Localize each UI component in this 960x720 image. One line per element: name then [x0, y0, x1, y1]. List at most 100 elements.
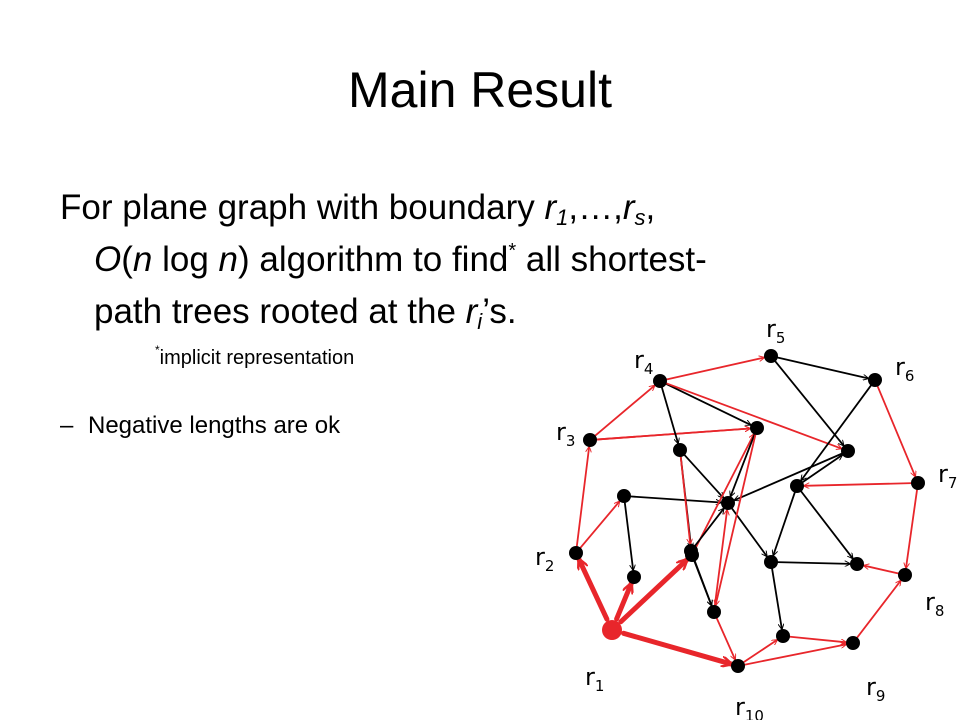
label-r8-sub: 8: [935, 602, 945, 620]
edge-r6-r7: [876, 384, 915, 477]
edge-a6-a11: [730, 506, 767, 556]
big-o: O: [94, 240, 122, 279]
label-r6-base: r: [895, 353, 905, 381]
node-r2: [569, 546, 583, 560]
label-r9-sub: 9: [876, 687, 886, 705]
node-r1: [602, 620, 622, 640]
bullet-text: Negative lengths are ok: [88, 412, 341, 439]
node-a5: [750, 421, 764, 435]
statement-text: all shortest-: [516, 240, 707, 279]
node-r8: [898, 568, 912, 582]
edge-a10-r9: [788, 635, 847, 643]
node-r7: [911, 476, 925, 490]
label-r9-base: r: [866, 673, 876, 701]
node-r6: [868, 373, 882, 387]
node-r10: [731, 659, 745, 673]
edge-r1-a4: [618, 560, 687, 625]
edge-a12-a7: [801, 455, 842, 484]
edge-r5-a7: [773, 359, 844, 446]
footnote-text: implicit representation: [159, 347, 355, 369]
node-layer: [569, 349, 925, 673]
label-r2-base: r: [535, 543, 545, 571]
edge-a12-a11: [773, 490, 796, 556]
statement-text: For plane graph with boundary: [60, 188, 545, 227]
label-r5: r5: [766, 315, 785, 347]
edge-r1-r2: [576, 559, 610, 622]
paren-open: (: [121, 240, 133, 279]
label-r3-sub: 3: [566, 432, 576, 450]
edge-a13-a8: [692, 555, 711, 606]
edge-a4-a5: [693, 434, 755, 551]
footnote: *implicit representation: [155, 343, 354, 373]
subscript-1: 1: [556, 205, 569, 230]
edge-a11-a9: [776, 562, 851, 564]
edge-r4-a3: [660, 385, 678, 444]
bullet-dash: –: [60, 412, 74, 439]
node-r9: [846, 636, 860, 650]
edge-layer: [575, 356, 919, 664]
label-r5-base: r: [766, 315, 776, 343]
edge-a11-a10: [771, 567, 782, 629]
var-n: n: [218, 240, 238, 279]
edge-r10-a10: [742, 640, 777, 664]
edge-a1-a2: [623, 501, 633, 570]
edge-r3-r4: [593, 386, 655, 438]
label-r5-sub: 5: [776, 329, 786, 347]
node-a1: [617, 489, 631, 503]
label-r8: r8: [925, 588, 944, 620]
edge-r9-r8: [855, 581, 901, 640]
label-r4-sub: 4: [644, 360, 654, 378]
edge-a12-a9: [799, 489, 853, 559]
footnote-star: *: [155, 343, 160, 357]
edge-r2-a1: [578, 501, 620, 550]
main-statement: For plane graph with boundary r1,…,rs, O…: [60, 182, 860, 338]
edge-r6-a12: [801, 383, 873, 481]
comma: ,: [645, 188, 656, 227]
edge-r1-r10: [621, 630, 732, 664]
node-r5: [764, 349, 778, 363]
edge-r1-a2: [614, 583, 634, 622]
edge-r3-a5: [595, 429, 751, 441]
edge-a5-a8: [716, 432, 757, 605]
var-r: r: [465, 292, 478, 331]
statement-text: ’s.: [482, 292, 517, 331]
label-r7: r7: [938, 460, 957, 492]
label-r6-sub: 6: [905, 367, 915, 385]
label-r10: r10: [735, 693, 764, 720]
statement-line-3: path trees rooted at the ri’s.: [60, 286, 860, 338]
footnote-marker: *: [508, 240, 517, 262]
label-r1: r1: [585, 663, 604, 695]
node-a7: [841, 444, 855, 458]
label-r2: r2: [535, 543, 554, 575]
label-r6: r6: [895, 353, 914, 385]
node-a12: [790, 479, 804, 493]
edge-r4-a5: [664, 382, 750, 426]
node-a13: [684, 544, 698, 558]
ellipsis: ,…,: [568, 188, 623, 227]
edge-a1-a6: [629, 495, 722, 502]
label-r2-sub: 2: [545, 557, 555, 575]
statement-line-1: For plane graph with boundary r1,…,rs,: [60, 182, 860, 234]
node-a2: [627, 570, 641, 584]
var-r: r: [622, 188, 635, 227]
edge-a3-a13: [679, 455, 691, 544]
node-a8: [707, 605, 721, 619]
label-r3: r3: [556, 418, 575, 450]
subscript-s: s: [634, 205, 646, 230]
edge-a3-a6: [683, 453, 723, 497]
label-r3-base: r: [556, 418, 566, 446]
label-r1-base: r: [585, 663, 595, 691]
node-a11: [764, 555, 778, 569]
edge-r5-r6: [775, 356, 868, 378]
var-r: r: [544, 188, 557, 227]
node-a6: [721, 496, 735, 510]
edge-a8-r10: [715, 616, 735, 659]
label-r7-sub: 7: [948, 474, 958, 492]
bullet-item: –Negative lengths are ok: [60, 408, 340, 444]
edge-r7-a12: [803, 482, 913, 486]
subscript-i: i: [477, 309, 483, 334]
node-a3: [673, 443, 687, 457]
edge-r7-r8: [906, 488, 919, 568]
